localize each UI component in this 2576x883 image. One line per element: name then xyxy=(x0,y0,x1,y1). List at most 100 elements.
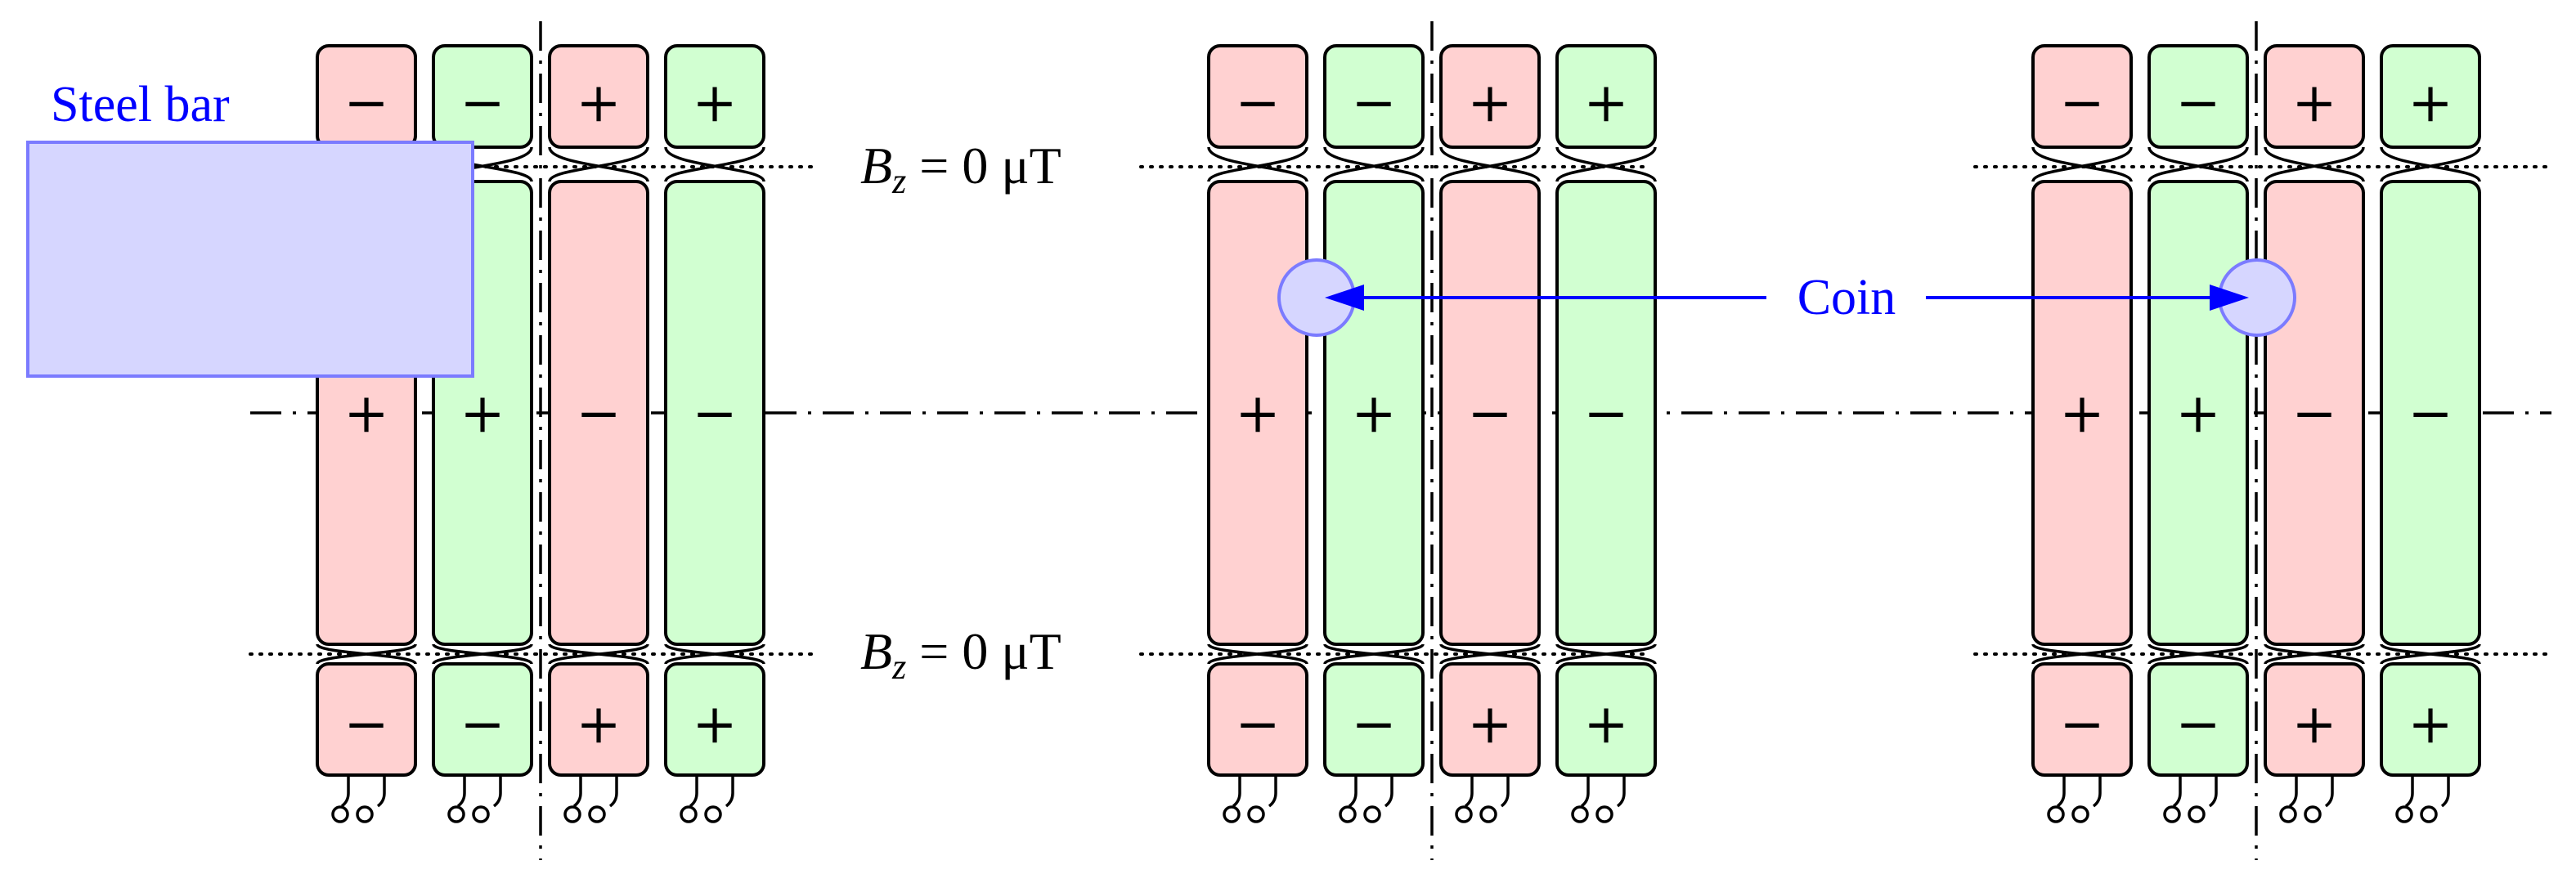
coil-middle-4: + − + xyxy=(1555,44,1657,823)
coil-bottom-segment xyxy=(2264,662,2365,777)
terminal-lead xyxy=(689,775,698,808)
polarity-sign-top: − xyxy=(2175,71,2220,134)
coil-panel-right: −+−−+−+−++−+ xyxy=(2031,21,2481,860)
coil-top-segment xyxy=(432,44,533,149)
crossover-wire xyxy=(1207,643,1308,666)
crossover-wire xyxy=(1439,146,1541,182)
crossover-wire xyxy=(1323,146,1425,182)
coil-top-segment xyxy=(2031,44,2133,149)
terminal-lead xyxy=(2404,775,2414,808)
terminal-lead xyxy=(572,775,582,808)
crossover-wire xyxy=(2147,643,2249,666)
crossover-wire xyxy=(664,643,765,666)
terminal-lead xyxy=(1464,775,1474,808)
terminal-lead xyxy=(2092,775,2102,808)
polarity-sign-middle: + xyxy=(2175,382,2220,445)
polarity-sign-middle: − xyxy=(2291,382,2336,445)
crossover-wire xyxy=(1323,146,1425,182)
coil-top-segment xyxy=(2380,44,2481,149)
crossover-wire xyxy=(1207,146,1308,182)
terminal-pin xyxy=(563,805,581,823)
terminal-lead xyxy=(376,775,386,808)
polarity-sign-top: + xyxy=(2408,71,2453,134)
coil-left-3: +−+ xyxy=(548,44,649,823)
terminal-lead xyxy=(1384,775,1393,808)
polarity-sign-middle: + xyxy=(1351,382,1396,445)
coil-bottom-segment xyxy=(1555,662,1657,777)
polarity-sign-top: + xyxy=(1467,71,1512,134)
coil-bottom-segment xyxy=(316,662,417,777)
coil-panel-middle: −+−−+−+−++−+ xyxy=(1207,21,1657,860)
crossover-wire xyxy=(1439,643,1541,666)
crossover-wire xyxy=(1323,643,1425,666)
crossover-wire xyxy=(2380,643,2481,666)
terminal-pin xyxy=(2188,805,2206,823)
coil-left-4: + − + xyxy=(664,44,765,823)
crossover-wire xyxy=(548,643,649,666)
terminal-lead xyxy=(2056,775,2066,808)
coil-top-segment xyxy=(664,44,765,149)
polarity-sign-top: + xyxy=(576,71,621,134)
polarity-sign-top: − xyxy=(460,71,505,134)
coil-bottom-segment xyxy=(548,662,649,777)
terminal-pin xyxy=(2395,805,2413,823)
terminal-pin xyxy=(356,805,374,823)
steel-bar xyxy=(26,141,474,378)
terminal-pin xyxy=(331,805,349,823)
polarity-sign-bottom: − xyxy=(1351,693,1396,755)
terminal-pin xyxy=(588,805,606,823)
crossover-wire xyxy=(1555,146,1657,182)
terminal-pin xyxy=(2420,805,2438,823)
terminal-pin xyxy=(680,805,698,823)
terminal-lead xyxy=(492,775,502,808)
terminal-lead xyxy=(340,775,350,808)
terminal-pin xyxy=(472,805,490,823)
polarity-sign-top: − xyxy=(1351,71,1396,134)
crossover-wire xyxy=(664,146,765,182)
terminal-pin xyxy=(2071,805,2089,823)
terminal-lead xyxy=(608,775,618,808)
polarity-sign-middle: − xyxy=(576,382,621,445)
polarity-sign-bottom: + xyxy=(1583,693,1628,755)
polarity-sign-middle: − xyxy=(692,382,737,445)
terminal-lead xyxy=(1500,775,1510,808)
polarity-sign-top: + xyxy=(1583,71,1628,134)
terminal-pin xyxy=(2279,805,2297,823)
crossover-wire xyxy=(1439,146,1541,182)
polarity-sign-bottom: + xyxy=(2408,693,2453,755)
terminal-pin xyxy=(447,805,465,823)
overlays: Steel bar Coin Bz = 0 μT Bz = 0 μT xyxy=(26,77,2296,687)
polarity-sign-top: − xyxy=(2059,71,2104,134)
coil-right-1: −+− xyxy=(2031,44,2133,823)
terminal-pin xyxy=(2047,805,2065,823)
coil-bottom-segment xyxy=(2031,662,2133,777)
polarity-sign-bottom: + xyxy=(692,693,737,755)
polarity-sign-middle: − xyxy=(1583,382,1628,445)
coil-top-segment xyxy=(1207,44,1308,149)
coil-bottom-segment xyxy=(2380,662,2481,777)
crossover-wire xyxy=(1207,146,1308,182)
terminal-lead xyxy=(725,775,734,808)
polarity-sign-middle: + xyxy=(460,382,505,445)
coil-bottom-segment xyxy=(1439,662,1541,777)
terminal-lead xyxy=(2172,775,2182,808)
coil-right-2: −+− xyxy=(2147,44,2249,823)
coil-panels: −+−−+−+−++−+−+−−+−+−++−+−+−−+−+−++−+ xyxy=(316,21,2481,860)
polarity-sign-middle: + xyxy=(1235,382,1280,445)
terminal-pin xyxy=(1595,805,1613,823)
terminal-lead xyxy=(2208,775,2218,808)
polarity-sign-middle: − xyxy=(1467,382,1512,445)
crossover-wire xyxy=(2031,643,2133,666)
crossover-wire xyxy=(316,643,417,666)
terminal-pin xyxy=(1455,805,1473,823)
terminal-lead xyxy=(2288,775,2298,808)
polarity-sign-top: + xyxy=(692,71,737,134)
crossover-wire xyxy=(548,146,649,182)
field-label-top: Bz = 0 μT xyxy=(860,137,1061,201)
arrowhead-right xyxy=(2210,285,2249,311)
coil-top-segment xyxy=(2264,44,2365,149)
terminal-lead xyxy=(1580,775,1590,808)
coil-panel-left: −+−−+−+−++−+ xyxy=(316,21,765,860)
coil-top-segment xyxy=(548,44,649,149)
crossover-wire xyxy=(2147,146,2249,182)
